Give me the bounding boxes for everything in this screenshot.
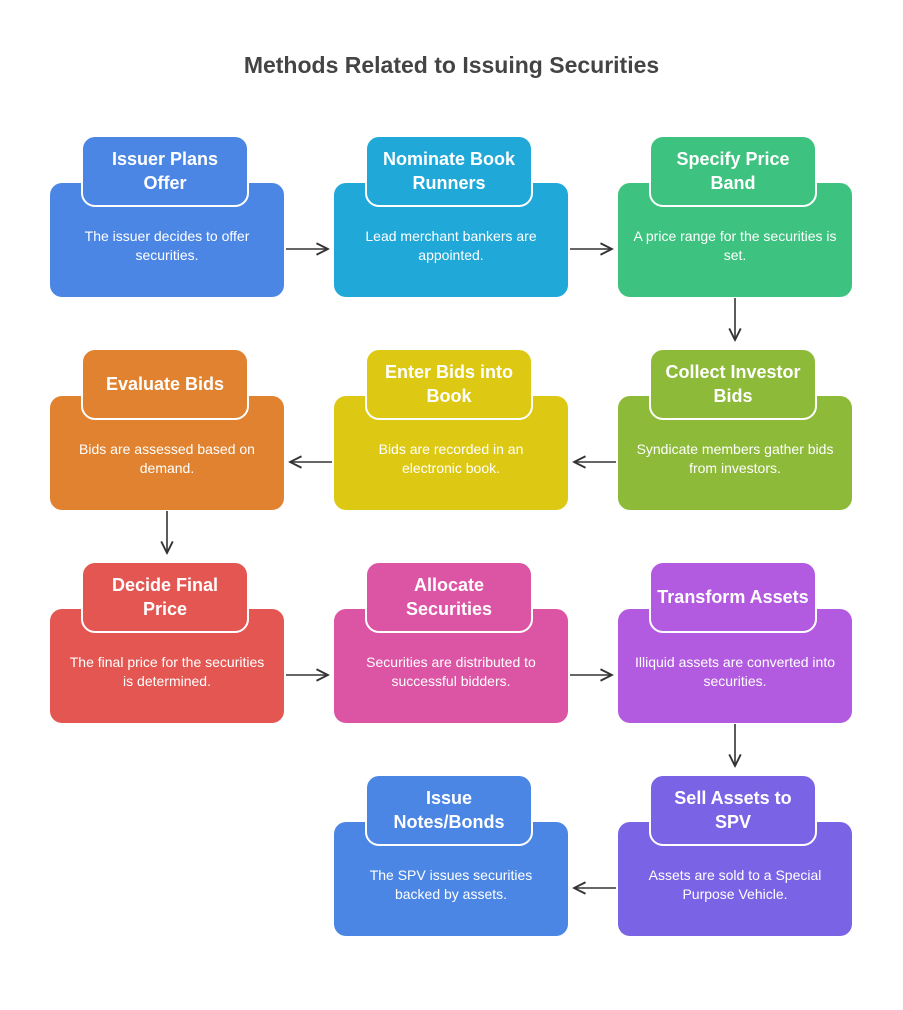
step-title: Issuer Plans Offer — [81, 135, 249, 207]
step-description: The SPV issues securities backed by asse… — [369, 867, 533, 902]
step-description: The final price for the securities is de… — [69, 654, 265, 689]
step-description: Bids are assessed based on demand. — [79, 441, 255, 476]
step-title: Allocate Securities — [365, 561, 533, 633]
step-description: Assets are sold to a Special Purpose Veh… — [648, 867, 822, 902]
step-title: Sell Assets to SPV — [649, 774, 817, 846]
step-description: Lead merchant bankers are appointed. — [365, 228, 537, 263]
step-title: Specify Price Band — [649, 135, 817, 207]
step-description: Securities are distributed to successful… — [366, 654, 536, 689]
step-title: Evaluate Bids — [81, 348, 249, 420]
step-description: A price range for the securities is set. — [633, 228, 837, 263]
step-title: Enter Bids into Book — [365, 348, 533, 420]
step-title: Decide Final Price — [81, 561, 249, 633]
step-description: The issuer decides to offer securities. — [84, 228, 250, 263]
step-title: Issue Notes/Bonds — [365, 774, 533, 846]
step-title: Nominate Book Runners — [365, 135, 533, 207]
step-title: Transform Assets — [649, 561, 817, 633]
step-description: Bids are recorded in an electronic book. — [378, 441, 524, 476]
step-description: Syndicate members gather bids from inves… — [636, 441, 834, 476]
step-description: Illiquid assets are converted into secur… — [635, 654, 835, 689]
step-title: Collect Investor Bids — [649, 348, 817, 420]
diagram-title: Methods Related to Issuing Securities — [243, 52, 660, 78]
